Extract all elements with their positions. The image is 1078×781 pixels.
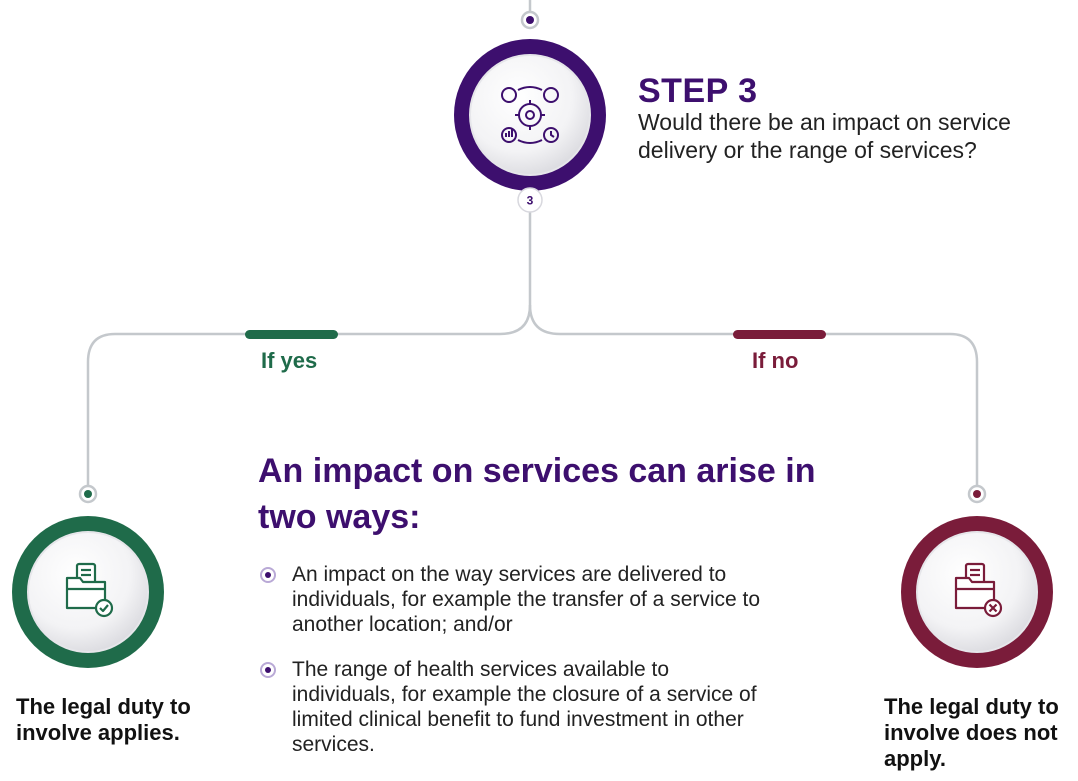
connector-dot-yes — [78, 484, 98, 504]
outcome-node-yes — [12, 516, 164, 668]
bullet-icon — [260, 567, 276, 583]
folder-check-icon — [65, 562, 114, 618]
branch-bar-no — [733, 330, 826, 339]
info-list: An impact on the way services are delive… — [258, 562, 778, 777]
list-item: The range of health services available t… — [258, 657, 778, 757]
connector-dot-top — [520, 10, 540, 30]
folder-cross-icon — [954, 562, 1003, 618]
branch-label-no: If no — [752, 348, 799, 373]
list-item-text: The range of health services available t… — [292, 658, 757, 756]
outcome-text-yes: The legal duty to involve applies. — [16, 694, 191, 745]
outcome-text-no: The legal duty to involve does not apply… — [884, 694, 1059, 771]
step-node — [454, 39, 606, 191]
bullet-icon — [260, 662, 276, 678]
branch-bar-yes — [245, 330, 338, 339]
info-heading: An impact on services can arise in two w… — [258, 452, 816, 536]
list-item-text: An impact on the way services are delive… — [292, 563, 761, 636]
step-number-badge: 3 — [517, 187, 543, 213]
step-question: Would there be an impact on service deli… — [638, 109, 1011, 163]
outcome-node-no — [901, 516, 1053, 668]
branch-label-yes: If yes — [261, 348, 318, 373]
step-title: STEP 3 — [638, 72, 758, 110]
list-item: An impact on the way services are delive… — [258, 562, 778, 637]
service-cycle-icon — [501, 86, 559, 144]
connector-dot-no — [967, 484, 987, 504]
step-number-text: 3 — [527, 194, 534, 208]
